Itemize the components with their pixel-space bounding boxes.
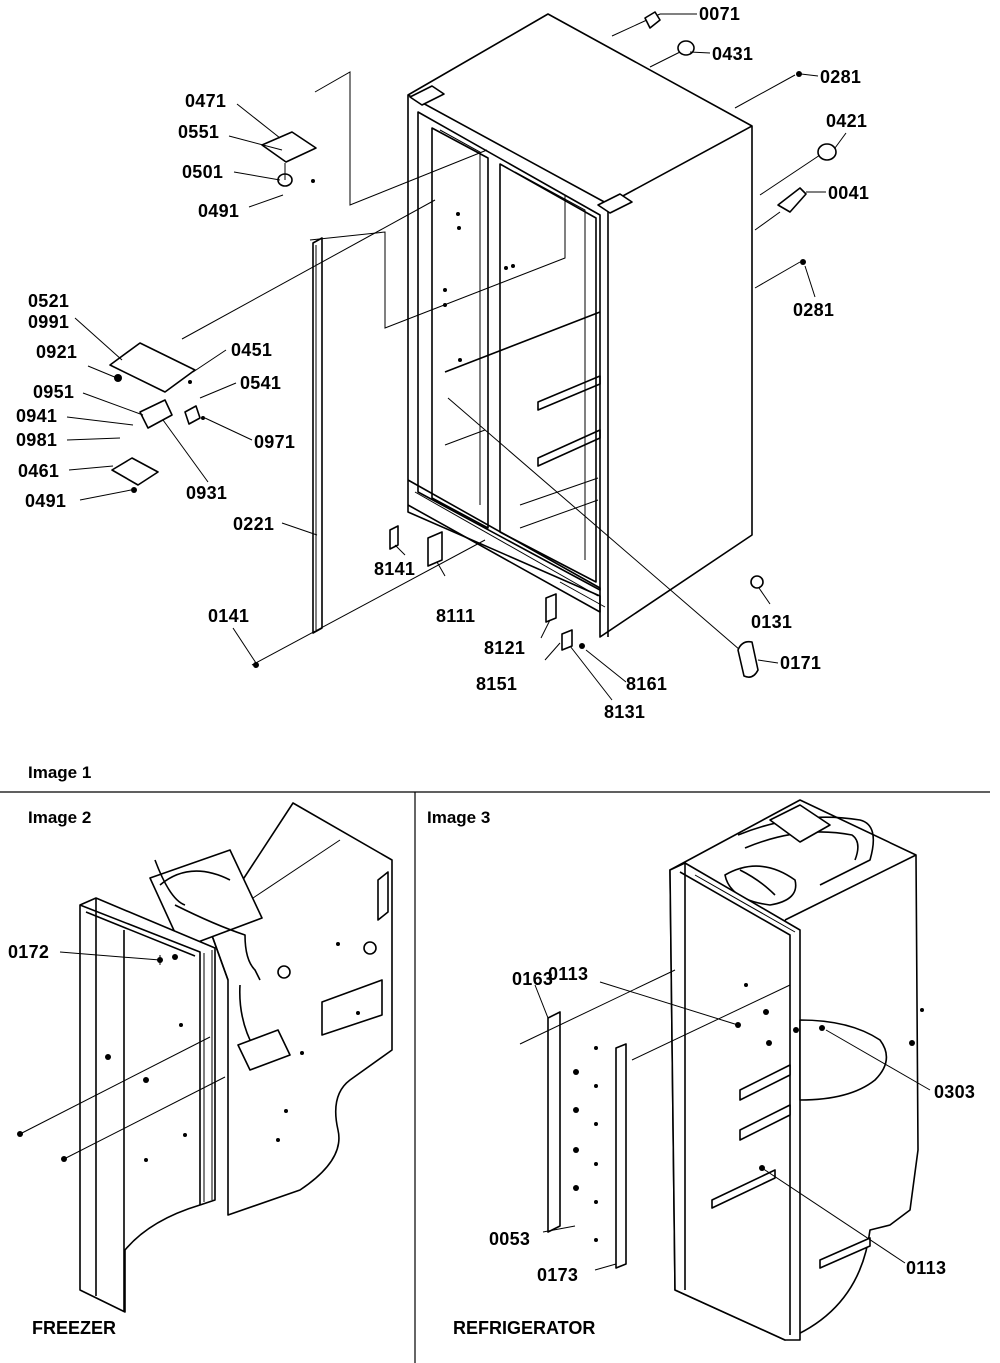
callout-0541: 0541 [240,373,281,393]
callout-8111: 8111 [436,606,475,626]
callout-0981: 0981 [16,430,57,450]
callout-0921: 0921 [36,342,77,362]
callout-0173: 0173 [537,1265,578,1285]
callout-0141: 0141 [208,606,249,626]
callout-0471: 0471 [185,91,226,111]
panel-frame [0,791,990,1363]
callout-0461: 0461 [18,461,59,481]
callout-0221: 0221 [233,514,274,534]
refrigerator-opening [499,163,597,583]
callout-0281-bottom: 0281 [793,300,834,320]
callout-8141: 8141 [374,559,415,579]
callout-8131: 8131 [604,702,645,722]
callout-0131: 0131 [751,612,792,632]
image1-title: Image 1 [28,763,91,782]
callout-0431: 0431 [712,44,753,64]
callout-0041: 0041 [828,183,869,203]
callout-0451: 0451 [231,340,272,360]
callout-0053: 0053 [489,1229,530,1249]
cabinet-shell [407,13,753,638]
refrigerator-caption: REFRIGERATOR [453,1318,595,1338]
callout-0521: 0521 [28,291,69,311]
callout-0303: 0303 [934,1082,975,1102]
callout-0071: 0071 [699,4,740,24]
callout-0941: 0941 [16,406,57,426]
freezer-door [79,897,216,1313]
callout-0931: 0931 [186,483,227,503]
callout-0163: 0163 [512,969,553,989]
image3-title: Image 3 [427,808,490,827]
image3-drawing [519,799,931,1341]
image1-drawing [66,11,847,701]
callout-0951: 0951 [33,382,74,402]
callout-0421: 0421 [826,111,867,131]
callout-8151: 8151 [476,674,517,694]
image1-callouts: 0071 0431 0281 0421 0041 0281 0471 0551 … [16,4,869,722]
callout-8161: 8161 [626,674,667,694]
callout-0281-top: 0281 [820,67,861,87]
callout-0501: 0501 [182,162,223,182]
callout-0991: 0991 [28,312,69,332]
callout-0491-bottom: 0491 [25,491,66,511]
callout-0113-top: 0113 [548,964,588,984]
door-panel [312,237,323,634]
callout-0971: 0971 [254,432,295,452]
callout-0171: 0171 [780,653,821,673]
freezer-opening [431,127,489,529]
callout-0172: 0172 [8,942,49,962]
callout-0113-bottom: 0113 [906,1258,946,1278]
callout-0551: 0551 [178,122,219,142]
image2-drawing [17,802,393,1313]
freezer-caption: FREEZER [32,1318,116,1338]
image2-title: Image 2 [28,808,91,827]
callout-0491-top: 0491 [198,201,239,221]
callout-8121: 8121 [484,638,525,658]
refrigerator-liner [669,862,801,1341]
